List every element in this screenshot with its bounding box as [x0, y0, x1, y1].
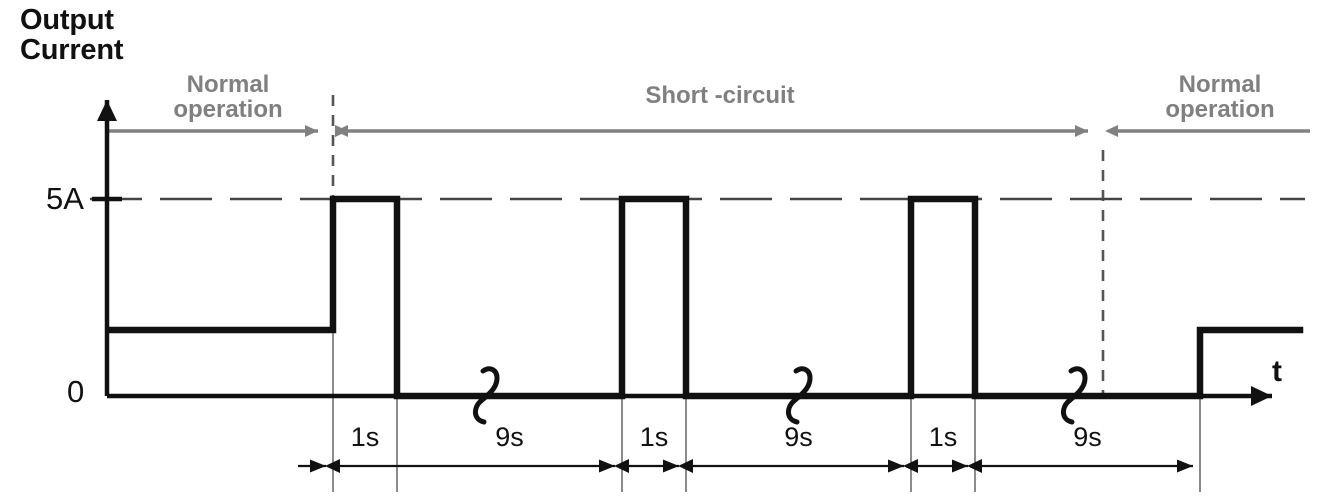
- duration-label-1s-2: 1s: [639, 422, 669, 452]
- break-symbols: [473, 366, 1088, 425]
- phase-label-short-circuit: Short -circuit: [645, 82, 795, 109]
- phase-label-normal-right-line2: operation: [1165, 96, 1275, 124]
- break-symbol-3: [1061, 366, 1088, 425]
- duration-label-9s-1: 9s: [495, 422, 524, 452]
- duration-label-1s-1: 1s: [350, 422, 380, 452]
- duration-label-9s-2: 9s: [784, 422, 813, 452]
- phase-arrowhead-left-sc: [335, 125, 348, 137]
- phase-label-normal-left-line1: Normal: [186, 71, 270, 98]
- page-title-line-2: Current: [20, 33, 124, 66]
- y-axis-label-5a: 5A: [46, 181, 84, 216]
- break-symbol-2: [786, 366, 813, 425]
- phase-label-normal-left-line2: operation: [173, 96, 283, 124]
- phase-label-normal-right-line1: Normal: [1178, 71, 1262, 98]
- output-current-waveform: [105, 195, 1304, 400]
- duration-label-1s-3: 1s: [928, 422, 958, 452]
- duration-dimension-lines: [298, 459, 1193, 473]
- x-axis-label-t: t: [1272, 355, 1282, 388]
- phase-arrowhead-left-nr: [1105, 125, 1118, 137]
- phase-bracket-group: [107, 125, 1310, 137]
- y-axis-label-zero: 0: [67, 374, 85, 409]
- page-title-line-1: Output: [20, 4, 114, 36]
- duration-label-9s-3: 9s: [1073, 422, 1102, 452]
- break-symbol-1: [473, 366, 500, 425]
